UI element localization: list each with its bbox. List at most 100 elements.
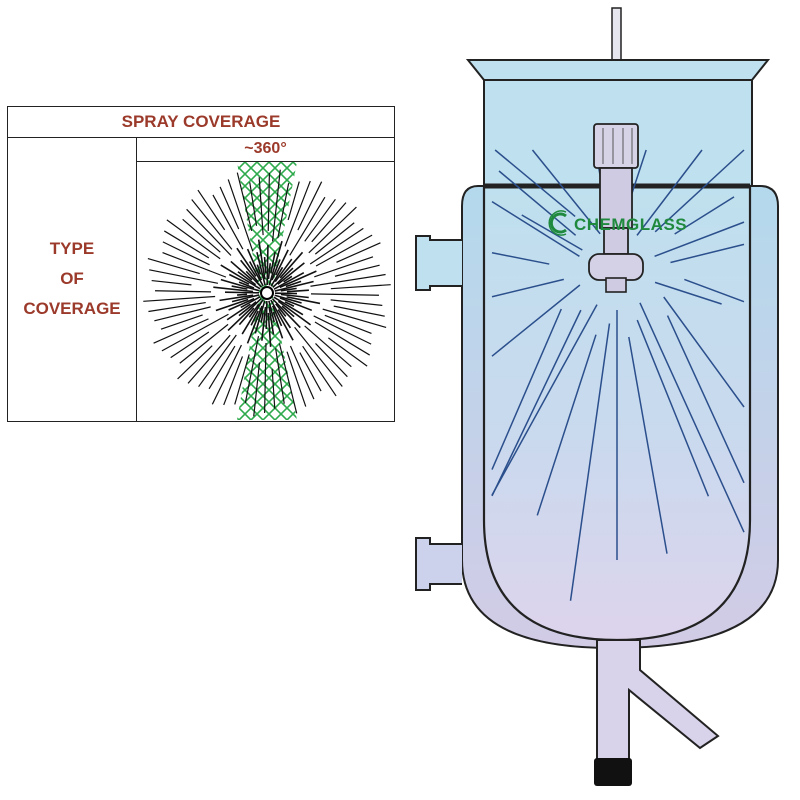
spray-ray bbox=[273, 272, 305, 290]
spray-ray bbox=[274, 258, 293, 283]
spray-ray bbox=[228, 273, 250, 285]
top-flange bbox=[465, 59, 771, 81]
spray-ray bbox=[228, 297, 255, 311]
spray-ray bbox=[273, 296, 304, 316]
lower-jacket-port bbox=[415, 537, 462, 591]
spray-ray bbox=[244, 336, 260, 404]
vessel-spray-line bbox=[536, 334, 597, 516]
vessel-spray-line bbox=[639, 302, 745, 533]
spray-ray bbox=[261, 306, 267, 341]
spray-ray bbox=[208, 345, 236, 390]
upper-jacket-port bbox=[415, 235, 462, 291]
spray-ray bbox=[160, 314, 203, 330]
spray-ray bbox=[274, 294, 302, 304]
vessel-spray-line bbox=[684, 278, 745, 303]
spray-ray bbox=[272, 267, 294, 289]
spray-ray bbox=[333, 305, 385, 317]
spray-coverage-table: SPRAY COVERAGE TYPE OF COVERAGE ~360° bbox=[7, 106, 395, 422]
spray-ray bbox=[238, 281, 255, 289]
spray-ray bbox=[286, 351, 307, 407]
spray-ray bbox=[153, 318, 209, 344]
spray-ray bbox=[289, 345, 315, 400]
chemglass-logo-icon bbox=[548, 210, 567, 236]
bottom-drain-outlet bbox=[596, 639, 720, 761]
spray-ray bbox=[330, 299, 383, 307]
spray-ray bbox=[279, 297, 313, 312]
spray-ray bbox=[231, 285, 248, 290]
spray-ray bbox=[240, 296, 261, 309]
spray-ray bbox=[246, 305, 263, 344]
spray-ray bbox=[246, 248, 263, 281]
vessel-spray-line bbox=[491, 304, 598, 496]
spray-ray bbox=[330, 284, 391, 290]
spray-ray bbox=[254, 300, 266, 334]
spray-ray bbox=[280, 287, 297, 292]
spray-ray bbox=[215, 298, 249, 312]
vessel-spray-line bbox=[663, 296, 745, 408]
nozzle-center-icon bbox=[260, 286, 274, 300]
table-header: SPRAY COVERAGE bbox=[8, 107, 394, 138]
spray-ray bbox=[271, 298, 301, 329]
spray-ray bbox=[274, 280, 314, 292]
spray-ray bbox=[240, 259, 259, 283]
coverage-angle-label: ~360° bbox=[137, 137, 394, 162]
row-label-line3: COVERAGE bbox=[23, 299, 121, 318]
spray-ray bbox=[278, 343, 298, 414]
spray-ray bbox=[315, 234, 373, 267]
reactor-vessel-diagram: CHEMGLASS bbox=[415, 7, 779, 786]
spray-ray bbox=[270, 299, 294, 341]
spray-ray bbox=[285, 280, 302, 288]
spray-ray bbox=[211, 344, 242, 405]
spray-ray bbox=[257, 239, 266, 280]
spray-ray bbox=[151, 279, 192, 286]
spray-ray bbox=[256, 252, 266, 286]
spray-ray bbox=[213, 286, 254, 293]
spray-ray bbox=[287, 181, 300, 221]
spray-ray bbox=[198, 334, 237, 388]
spray-ray bbox=[314, 222, 355, 255]
vessel-spray-line bbox=[491, 284, 581, 357]
spray-ray bbox=[268, 300, 275, 323]
spray-ray bbox=[248, 261, 264, 287]
spray-ray bbox=[227, 179, 254, 252]
spray-ray bbox=[268, 306, 275, 335]
spray-ray bbox=[271, 259, 281, 281]
row-label-line1: TYPE bbox=[49, 239, 95, 258]
spray-ray bbox=[313, 315, 372, 345]
spray-rays bbox=[143, 169, 391, 417]
spray-ray bbox=[179, 323, 229, 364]
brand-name: CHEMGLASS bbox=[574, 215, 687, 234]
spray-ray bbox=[161, 313, 229, 352]
spray-ray bbox=[236, 247, 257, 277]
spray-ray bbox=[283, 275, 293, 283]
spray-ray bbox=[260, 312, 264, 323]
vessel-spray-line bbox=[491, 308, 562, 470]
spray-ray bbox=[238, 307, 255, 326]
spray-ray bbox=[149, 269, 219, 284]
spray-ray bbox=[297, 181, 323, 231]
spray-ray bbox=[224, 291, 260, 294]
spray-ray bbox=[241, 299, 264, 335]
spray-ray bbox=[277, 300, 312, 326]
spray-ray bbox=[271, 305, 283, 327]
spray-ray bbox=[258, 177, 264, 236]
spray-ray bbox=[275, 348, 285, 404]
spray-ray bbox=[219, 294, 254, 302]
vessel-spray-line bbox=[654, 221, 745, 258]
spray-ray bbox=[238, 301, 257, 317]
spray-ray bbox=[271, 169, 281, 242]
spray-ray bbox=[284, 301, 295, 307]
spray-ray bbox=[270, 251, 276, 274]
spray-ray bbox=[166, 219, 221, 260]
spray-ray bbox=[186, 208, 232, 256]
spray-ray bbox=[250, 310, 259, 326]
spray-ray bbox=[212, 194, 244, 250]
spray-ray bbox=[265, 300, 268, 330]
spray-nozzle-icon bbox=[588, 123, 644, 293]
spray-ray bbox=[275, 249, 289, 276]
spray-ray bbox=[155, 290, 212, 293]
spray-ray bbox=[314, 256, 374, 278]
spray-ray bbox=[308, 206, 357, 254]
spray-ray bbox=[294, 326, 343, 387]
spray-ray bbox=[182, 218, 221, 253]
